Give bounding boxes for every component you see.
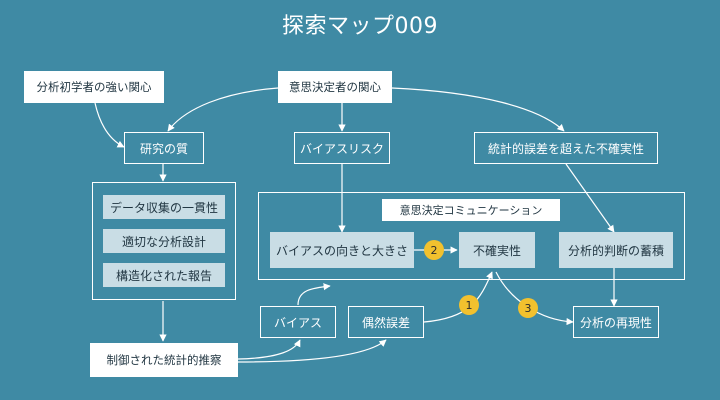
edge-beyond-to-judgment [565, 163, 615, 233]
research-quality-node[interactable]: 研究の質 [124, 132, 204, 164]
data-quality-group [92, 182, 236, 300]
edge-inference-to-chance [237, 339, 387, 363]
edge-decision-to-quality [167, 87, 279, 132]
beginner-interest-node[interactable]: 分析初学者の強い関心 [24, 71, 164, 103]
chance-error-node[interactable]: 偶然誤差 [348, 306, 424, 338]
edge-decision-to-uncertainty-beyond [391, 87, 565, 132]
proper-design-node[interactable]: 適切な分析設計 [103, 229, 225, 253]
edge-bias-to-direction [297, 283, 331, 306]
decision-maker-interest-node[interactable]: 意思決定者の関心 [278, 71, 392, 103]
bias-direction-size-node[interactable]: バイアスの向きと大きさ [270, 232, 414, 268]
decision-communication-label: 意思決定コミュニケーション [382, 199, 560, 221]
uncertainty-node[interactable]: 不確実性 [459, 232, 535, 268]
page-title: 探索マップ009 [282, 14, 438, 39]
bias-node[interactable]: バイアス [260, 306, 336, 338]
badge-three: 3 [518, 298, 538, 318]
uncertainty-beyond-error-node[interactable]: 統計的誤差を超えた不確実性 [474, 132, 658, 164]
data-consistency-node[interactable]: データ収集の一貫性 [103, 195, 225, 219]
reproducibility-node[interactable]: 分析の再現性 [573, 306, 659, 338]
communication-group [258, 192, 685, 280]
analytic-judgment-node[interactable]: 分析的判断の蓄積 [559, 232, 673, 268]
edge-beginner-to-quality [94, 102, 125, 148]
bias-risk-node[interactable]: バイアスリスク [294, 132, 390, 164]
structured-reporting-node[interactable]: 構造化された報告 [103, 263, 225, 287]
badge-one: 1 [459, 295, 479, 315]
edge-inference-to-bias [237, 339, 301, 360]
controlled-inference-node[interactable]: 制御された統計的推察 [90, 343, 238, 377]
badge-two: 2 [424, 240, 444, 260]
